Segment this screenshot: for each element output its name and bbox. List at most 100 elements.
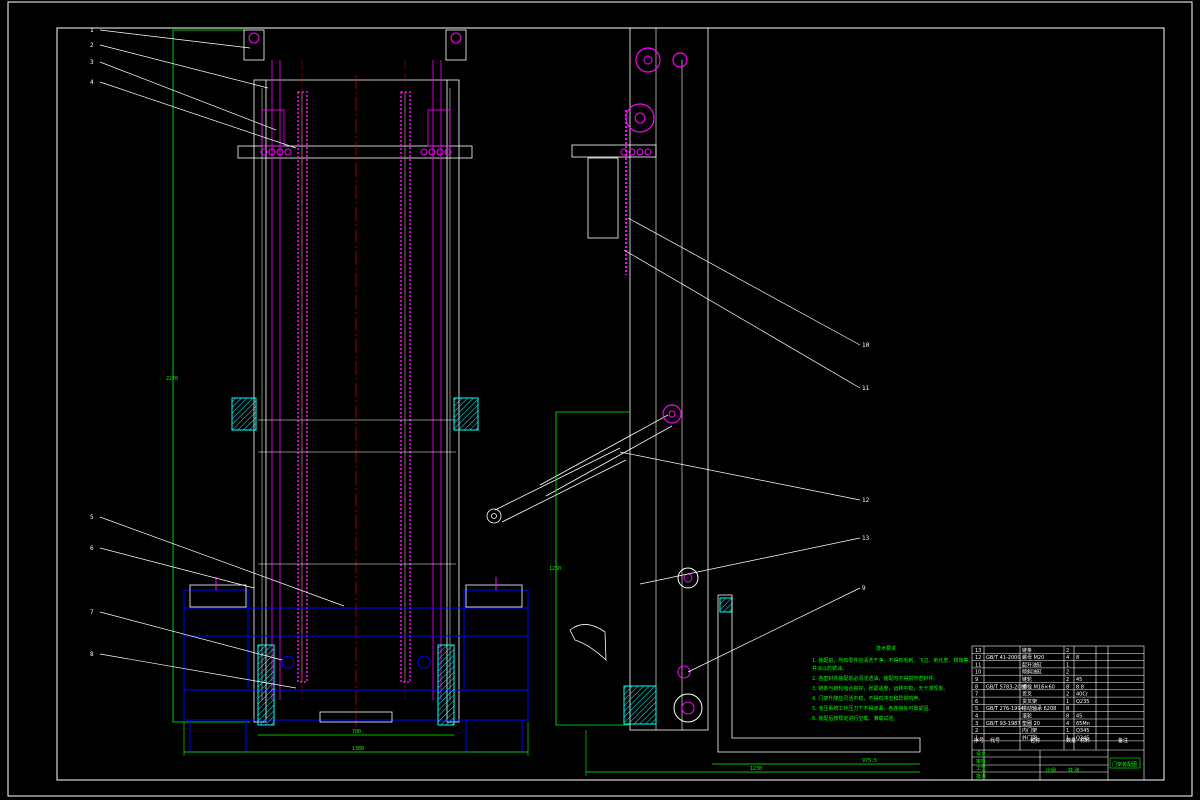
top-left-bracket xyxy=(243,29,265,61)
title-block-cell-mat: 8.8 xyxy=(1076,684,1084,690)
title-block-cell-no: 7 xyxy=(975,692,978,698)
title-block-cell-mat: Q345 xyxy=(1076,728,1089,734)
title-block-cell-qty: 8 xyxy=(1066,714,1069,720)
title-block-cell-name: 货叉架 xyxy=(1022,698,1037,705)
svg-text:1: 1 xyxy=(90,27,94,34)
sheet-border xyxy=(7,1,1193,797)
side-bottom-dim-right-label: 975.5 xyxy=(862,758,877,764)
side-roller-bottom-hub xyxy=(681,701,695,715)
drawing-name: 门架装配图 xyxy=(1112,761,1137,768)
side-carriage-block xyxy=(719,597,733,613)
svg-text:材料: 材料 xyxy=(1080,737,1090,744)
fork-hook xyxy=(569,624,607,661)
title-block-cell-mat: Q235 xyxy=(1076,699,1089,705)
svg-text:6: 6 xyxy=(90,545,94,552)
tilt-pivot-hub xyxy=(668,410,676,418)
svg-text:比例: 比例 xyxy=(1046,767,1056,774)
title-block-cell-name: 倾斜油缸 xyxy=(1022,669,1042,676)
title-block-cell-no: 10 xyxy=(975,670,981,676)
fork-right xyxy=(465,584,523,608)
side-bottom-cyl xyxy=(623,685,657,725)
front-height-dim-label: 2270 xyxy=(166,376,178,382)
tilt-cylinder xyxy=(486,414,673,524)
svg-text:数量: 数量 xyxy=(1066,737,1076,744)
side-height-dim-label: 1250 xyxy=(549,566,561,572)
front-view: 2270 xyxy=(90,27,529,756)
svg-text:4. 门架升降应灵活平稳，不得有冲击和异常响声。: 4. 门架升降应灵活平稳，不得有冲击和异常响声。 xyxy=(812,695,923,702)
svg-text:并涂以防锈油。: 并涂以防锈油。 xyxy=(812,665,847,672)
svg-text:名称: 名称 xyxy=(1030,737,1040,744)
title-block-cell-name: 滚动轴承 6208 xyxy=(1022,705,1056,712)
technical-notes: 技术要求 1. 装配前，所有零件应清洗干净，不得有毛刺、飞边、氧化皮、锈蚀等， … xyxy=(812,645,973,722)
title-block-cell-qty: 8 xyxy=(1066,684,1069,690)
title-block-cell-no: 3 xyxy=(975,721,978,727)
svg-text:1. 装配前，所有零件应清洗干净，不得有毛刺、飞边、氧化皮、: 1. 装配前，所有零件应清洗干净，不得有毛刺、飞边、氧化皮、锈蚀等， xyxy=(812,657,973,664)
side-top-pulley-3 xyxy=(625,103,655,133)
svg-text:8: 8 xyxy=(90,651,94,658)
title-block-cell-qty: 1 xyxy=(1066,662,1069,668)
side-leaders xyxy=(619,217,861,673)
svg-text:3: 3 xyxy=(90,59,94,66)
tilt-pivot xyxy=(662,404,682,424)
side-leader-labels: 10 11 12 13 9 xyxy=(862,342,870,592)
svg-text:3. 链条与链轮啮合良好，张紧适度，运转平稳，无卡滞现象。: 3. 链条与链轮啮合良好，张紧适度，运转平稳，无卡滞现象。 xyxy=(812,685,948,692)
title-block-cell-qty: 2 xyxy=(1066,670,1069,676)
svg-text:4: 4 xyxy=(90,79,94,86)
title-block-cell-name: 滚轮 xyxy=(1022,713,1032,720)
title-block-cell-no: 11 xyxy=(975,662,981,668)
title-block-header: 序号 代号 名称 数量 材料 备注 xyxy=(974,737,1128,744)
title-block-cell-code: GB/T 41-2000 xyxy=(986,655,1021,661)
title-block-cell-mat: 40Cr xyxy=(1076,692,1089,698)
fork-profile xyxy=(717,594,921,753)
title-block-cell-qty: 1 xyxy=(1066,735,1069,741)
top-left-block xyxy=(261,109,285,147)
top-left-pulley xyxy=(248,32,260,44)
svg-text:5: 5 xyxy=(90,514,94,521)
svg-text:代号: 代号 xyxy=(990,737,1000,744)
chain-left xyxy=(297,91,308,683)
title-block-cell-name: 内门架 xyxy=(1022,727,1037,734)
svg-text:审核: 审核 xyxy=(976,758,986,765)
title-block-cell-qty: 4 xyxy=(1066,721,1069,727)
title-block-cell-name: 起升油缸 xyxy=(1022,661,1042,668)
svg-text:共 张: 共 张 xyxy=(1068,767,1080,774)
svg-text:2: 2 xyxy=(90,42,94,49)
side-top-pulley-1-hub xyxy=(643,55,653,65)
right-roller-block xyxy=(453,397,479,431)
svg-text:5. 液压系统工作压力下不得渗漏，各连接处可靠紧固。: 5. 液压系统工作压力下不得渗漏，各连接处可靠紧固。 xyxy=(812,705,933,712)
front-leaders xyxy=(99,29,345,689)
top-plate-bolts xyxy=(260,148,452,156)
svg-text:12: 12 xyxy=(862,497,870,504)
bottom-left-sprocket xyxy=(281,655,295,669)
side-roller-low xyxy=(677,665,691,679)
title-block-cell-qty: 8 xyxy=(1066,706,1069,712)
title-block-cell-no: 1 xyxy=(975,735,978,741)
title-block-cell-name: 螺栓 M16×60 xyxy=(1022,683,1055,690)
base-left-foot xyxy=(189,719,247,753)
svg-text:批准: 批准 xyxy=(976,773,986,780)
front-height-dim xyxy=(172,29,250,723)
drawing-frame xyxy=(56,27,1165,781)
title-block-footer-text: 设计 审核 工艺 批准 比例 共 张 门架装配图 xyxy=(976,750,1141,780)
title-block-cell-name: 链条 xyxy=(1022,647,1032,654)
title-block-cell-mat: Q345 xyxy=(1076,735,1089,741)
svg-text:设计: 设计 xyxy=(976,750,986,757)
notes-title: 技术要求 xyxy=(876,645,896,652)
title-block-cell-no: 9 xyxy=(975,677,978,683)
top-right-pulley xyxy=(450,32,462,44)
title-block-cell-code: GB/T 5783-2000 xyxy=(986,684,1027,690)
title-block-cell-name: 货叉 xyxy=(1022,691,1032,698)
bottom-left-cyl xyxy=(257,644,275,726)
side-roller-bottom xyxy=(673,693,703,723)
title-block-footer xyxy=(972,749,1144,780)
title-block-cell-name: 外门架 xyxy=(1022,734,1037,741)
svg-text:工艺: 工艺 xyxy=(976,766,986,772)
title-block-cell-qty: 1 xyxy=(1066,728,1069,734)
bottom-right-sprocket xyxy=(417,655,431,669)
svg-text:7: 7 xyxy=(90,609,94,616)
dim-inner-label: 700 xyxy=(352,729,361,735)
side-top-bolts xyxy=(620,148,652,156)
svg-text:11: 11 xyxy=(862,385,870,392)
left-roller-block xyxy=(231,397,257,431)
